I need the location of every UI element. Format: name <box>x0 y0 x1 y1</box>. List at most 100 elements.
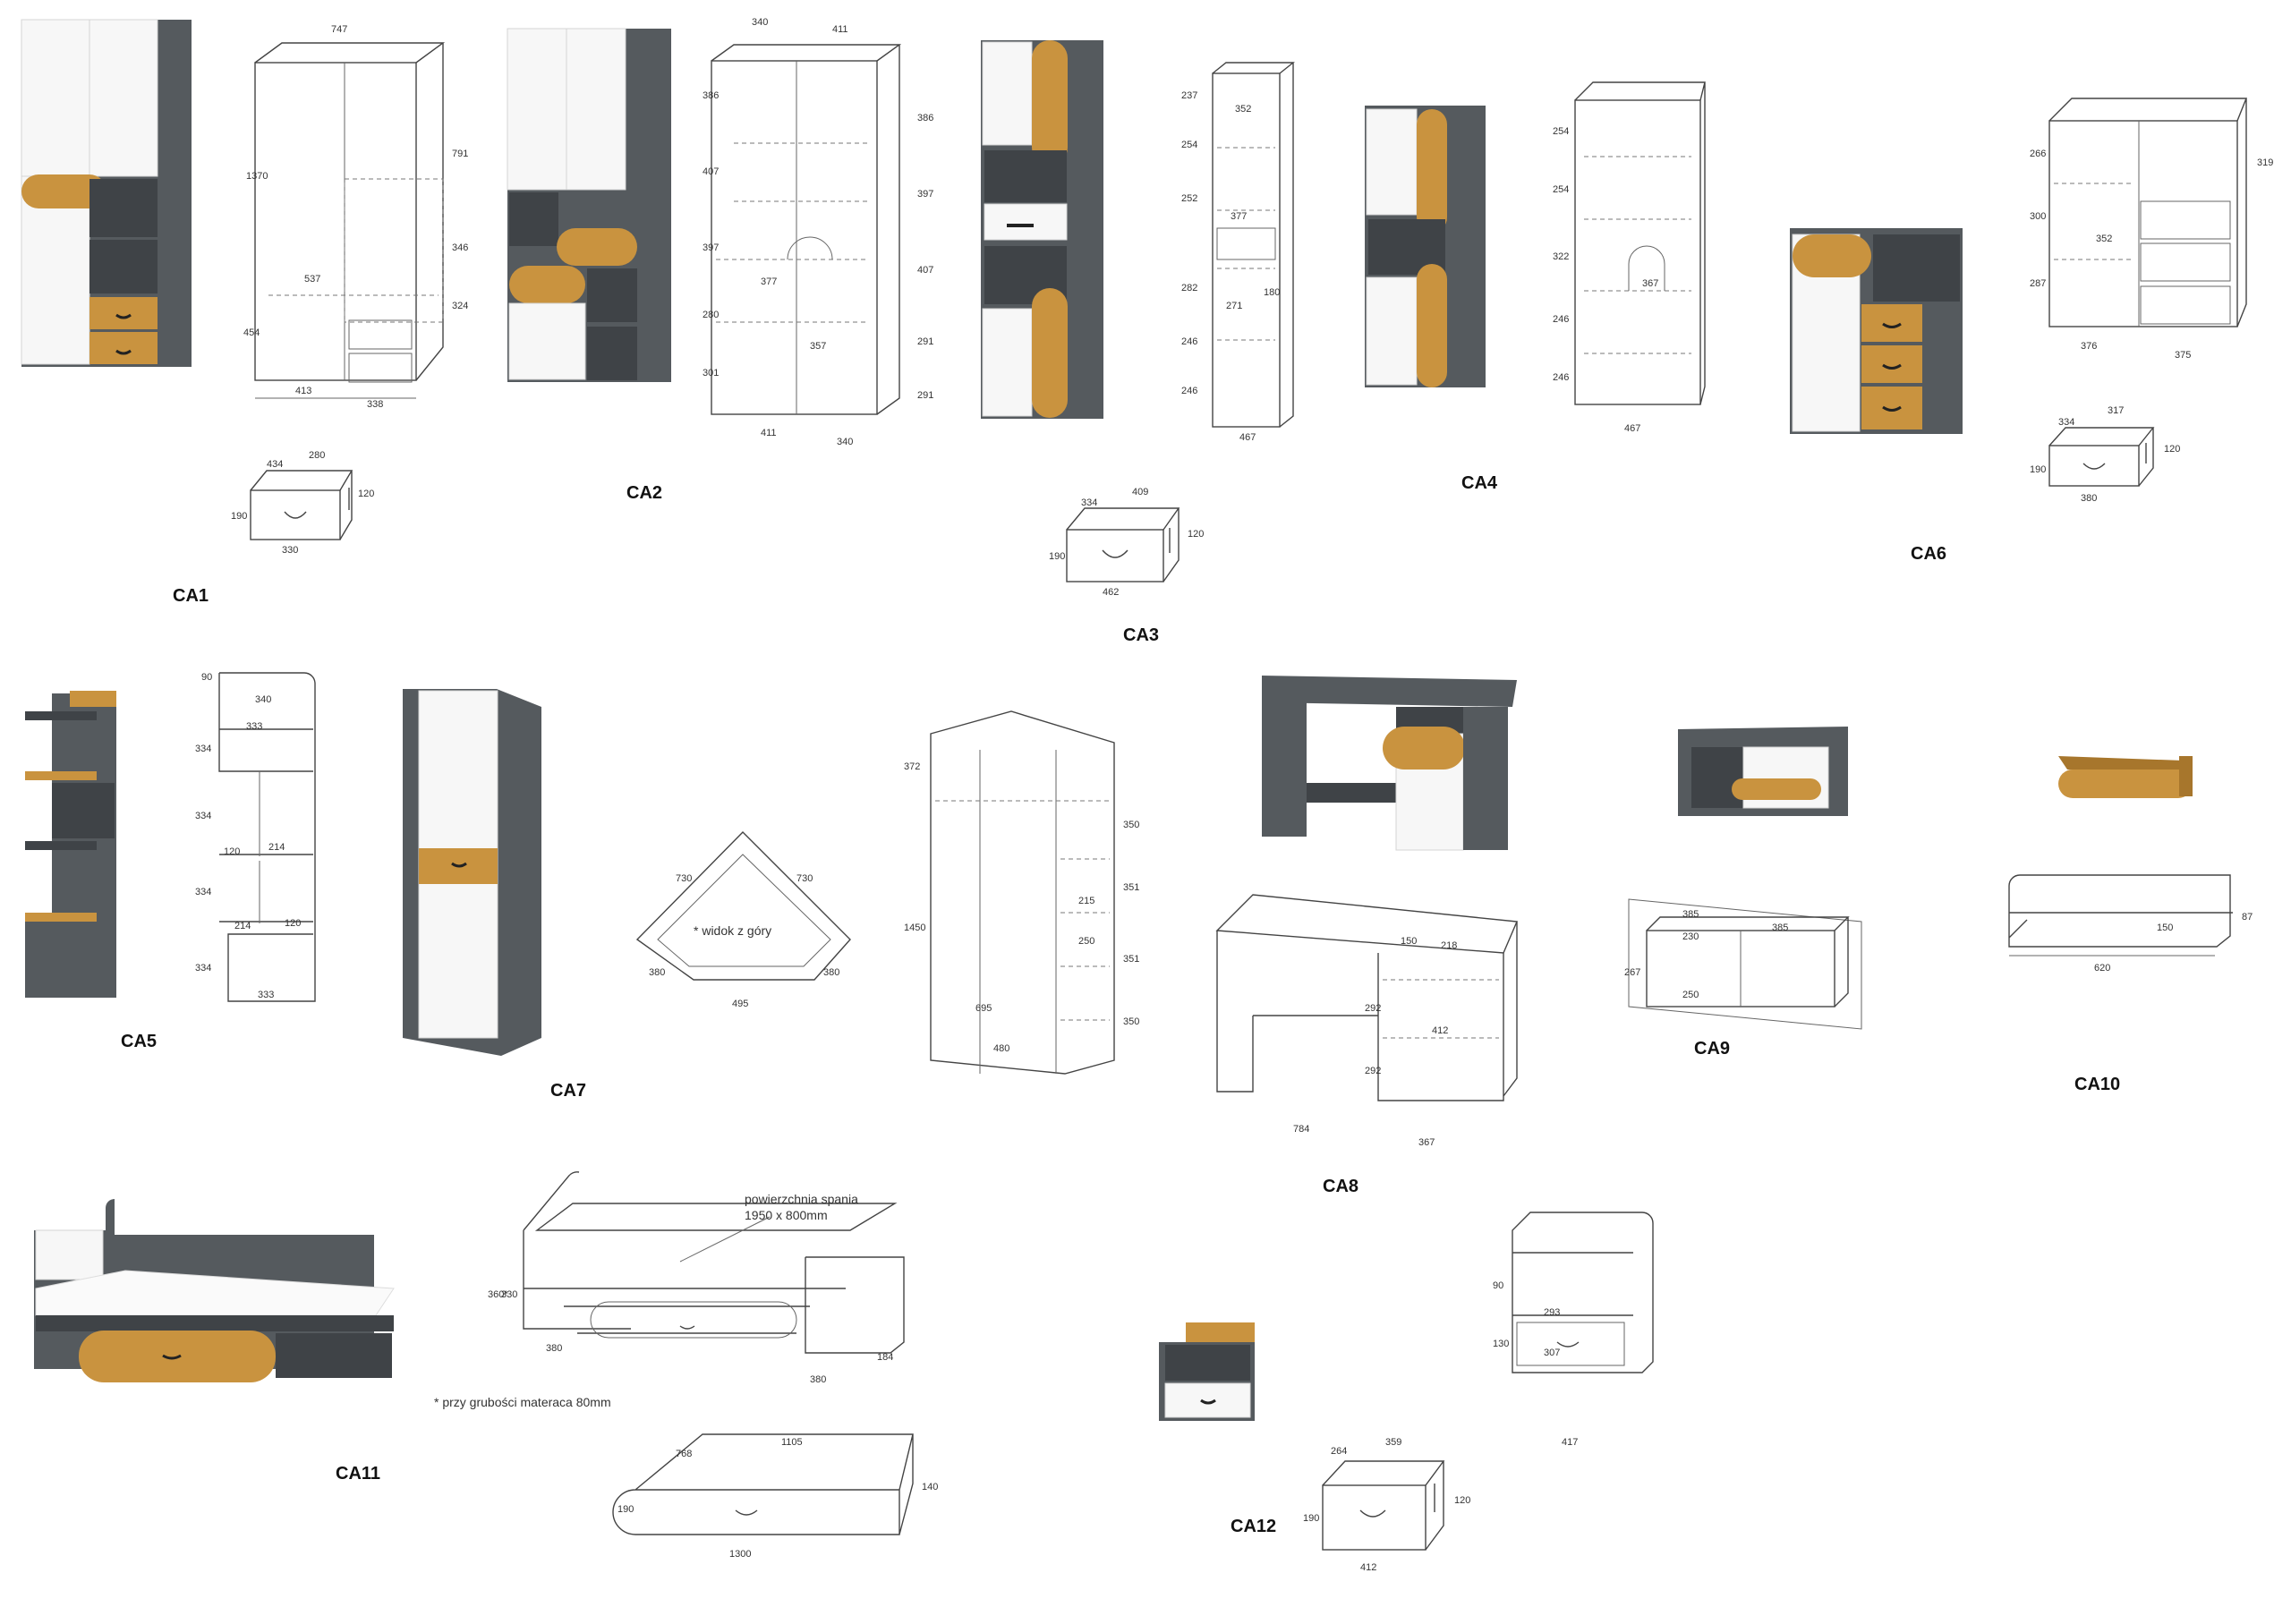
ca3-dim: 254 <box>1181 140 1197 150</box>
ca12-drawer-dim: 264 <box>1331 1446 1347 1457</box>
ca3-dim: 246 <box>1181 336 1197 347</box>
ca4-dim: 254 <box>1553 184 1569 195</box>
ca11-label: CA11 <box>336 1464 380 1484</box>
ca1-dim: 454 <box>243 327 260 338</box>
ca11-drawer-dim: 1300 <box>729 1549 751 1560</box>
ca1-dim: 747 <box>331 24 347 35</box>
ca5-technical-drawing: 90 340 333 334 334 334 334 214 120 214 1… <box>195 672 316 1002</box>
ca10-product-render <box>2058 756 2193 798</box>
ca3-drawer-dim: 462 <box>1103 587 1119 598</box>
ca3-dim: 237 <box>1181 90 1197 101</box>
ca2-product-render <box>507 28 671 382</box>
ca3-dim: 467 <box>1239 432 1256 443</box>
ca6-drawer-dim: 120 <box>2164 444 2180 455</box>
ca5-dim: 340 <box>255 694 271 705</box>
ca6-drawer-drawing: 317 334 190 120 380 <box>2030 405 2180 504</box>
ca1-drawer-dim: 120 <box>358 489 374 499</box>
ca2-dim: 340 <box>752 17 768 28</box>
ca7-technical-drawing: 372 1450 350 351 215 250 351 350 695 480 <box>904 710 1139 1075</box>
ca9-dim: 267 <box>1624 967 1640 978</box>
ca6-dim: 319 <box>2257 157 2273 168</box>
ca4-dim: 367 <box>1642 278 1658 289</box>
ca1-dim: 346 <box>452 242 468 253</box>
ca8-technical-drawing: 150 218 292 292 412 784 367 <box>1215 894 1519 1148</box>
ca2-label: CA2 <box>626 483 662 503</box>
ca6-dim: 300 <box>2030 211 2046 222</box>
ca6-dim: 352 <box>2096 234 2112 244</box>
ca12-dim: 130 <box>1493 1339 1509 1349</box>
ca6-dim: 266 <box>2030 149 2046 159</box>
ca6-dim: 375 <box>2175 350 2191 361</box>
ca8-dim: 412 <box>1432 1025 1448 1036</box>
ca6-drawer-dim: 380 <box>2081 493 2097 504</box>
ca1-dim: 537 <box>304 274 320 285</box>
ca7-top-dim: 495 <box>732 999 748 1009</box>
ca10-label: CA10 <box>2074 1075 2120 1094</box>
ca11-dim: 380 <box>546 1343 562 1354</box>
ca10-dim: 150 <box>2157 923 2173 933</box>
ca9-product-render <box>1678 727 1848 816</box>
ca4-label: CA4 <box>1461 473 1498 493</box>
ca11-technical-drawing: powierzchnia spania 1950 x 800mm 360* 33… <box>488 1171 905 1385</box>
ca6-dim: 376 <box>2081 341 2097 352</box>
ca2-dim: 386 <box>917 113 933 123</box>
ca7-dim: 695 <box>975 1003 992 1014</box>
ca11-dim: 330 <box>501 1289 517 1300</box>
ca7-top-dim: 730 <box>676 873 692 884</box>
ca5-dim: 214 <box>268 842 285 853</box>
ca2-dim: 386 <box>703 90 719 101</box>
ca5-dim: 120 <box>224 846 240 857</box>
ca12-drawer-dim: 190 <box>1303 1513 1319 1524</box>
ca11-drawer-dim: 1105 <box>781 1437 803 1448</box>
ca8-dim: 150 <box>1401 936 1417 947</box>
ca5-dim: 334 <box>195 744 211 754</box>
ca6-drawer-dim: 317 <box>2108 405 2124 416</box>
ca9-dim: 385 <box>1682 909 1699 920</box>
ca7-dim: 250 <box>1078 936 1094 947</box>
ca2-dim: 411 <box>832 24 848 35</box>
ca1-dim: 413 <box>295 386 311 396</box>
ca6-technical-drawing: 266 300 287 319 352 376 375 <box>2030 98 2273 361</box>
ca2-dim: 407 <box>703 166 719 177</box>
ca6-drawer-dim: 334 <box>2058 417 2074 428</box>
ca1-dim: 324 <box>452 301 468 311</box>
ca4-product-render <box>1365 106 1486 387</box>
ca3-dim: 377 <box>1231 211 1247 222</box>
ca5-dim: 333 <box>258 990 274 1000</box>
ca12-drawer-dim: 412 <box>1360 1562 1376 1573</box>
ca8-dim: 367 <box>1418 1137 1435 1148</box>
ca5-label: CA5 <box>121 1032 157 1051</box>
ca8-dim: 784 <box>1293 1124 1309 1135</box>
ca2-dim: 397 <box>703 242 719 253</box>
ca7-dim: 215 <box>1078 896 1094 906</box>
ca5-product-render <box>25 691 116 998</box>
ca12-dim: 417 <box>1562 1437 1578 1448</box>
ca3-label: CA3 <box>1123 625 1159 645</box>
ca8-dim: 292 <box>1365 1003 1381 1014</box>
ca12-technical-drawing: 90 293 307 130 417 <box>1493 1212 1654 1448</box>
ca1-drawer-drawing: 280 434 190 120 330 <box>231 450 374 556</box>
ca2-technical-drawing: 340 411 386 407 397 280 301 386 397 407 … <box>703 17 933 447</box>
ca11-drawer-drawing: 1105 768 190 140 1300 <box>612 1433 938 1560</box>
ca2-dim: 291 <box>917 390 933 401</box>
ca3-drawer-dim: 409 <box>1132 487 1148 497</box>
ca7-product-render <box>403 689 541 1056</box>
ca1-product-render <box>21 19 192 367</box>
ca11-sleep-area-note: powierzchnia spania <box>745 1192 858 1206</box>
ca3-dim: 252 <box>1181 193 1197 204</box>
ca1-drawer-dim: 434 <box>267 459 283 470</box>
ca7-label: CA7 <box>550 1081 586 1101</box>
ca4-dim: 467 <box>1624 423 1640 434</box>
ca2-dim: 407 <box>917 265 933 276</box>
ca12-drawer-drawing: 359 264 190 120 412 <box>1303 1437 1470 1573</box>
ca11-dim: 184 <box>877 1352 893 1363</box>
ca7-dim: 350 <box>1123 820 1139 830</box>
ca7-top-dim: 380 <box>649 967 665 978</box>
ca12-drawer-dim: 120 <box>1454 1495 1470 1506</box>
ca11-product-render <box>34 1199 395 1382</box>
ca6-product-render <box>1790 228 1963 434</box>
ca11-mattress-note: * przy grubości materaca 80mm <box>434 1395 611 1409</box>
ca1-dim: 791 <box>452 149 468 159</box>
ca12-label: CA12 <box>1231 1517 1276 1536</box>
ca7-dim: 372 <box>904 761 920 772</box>
